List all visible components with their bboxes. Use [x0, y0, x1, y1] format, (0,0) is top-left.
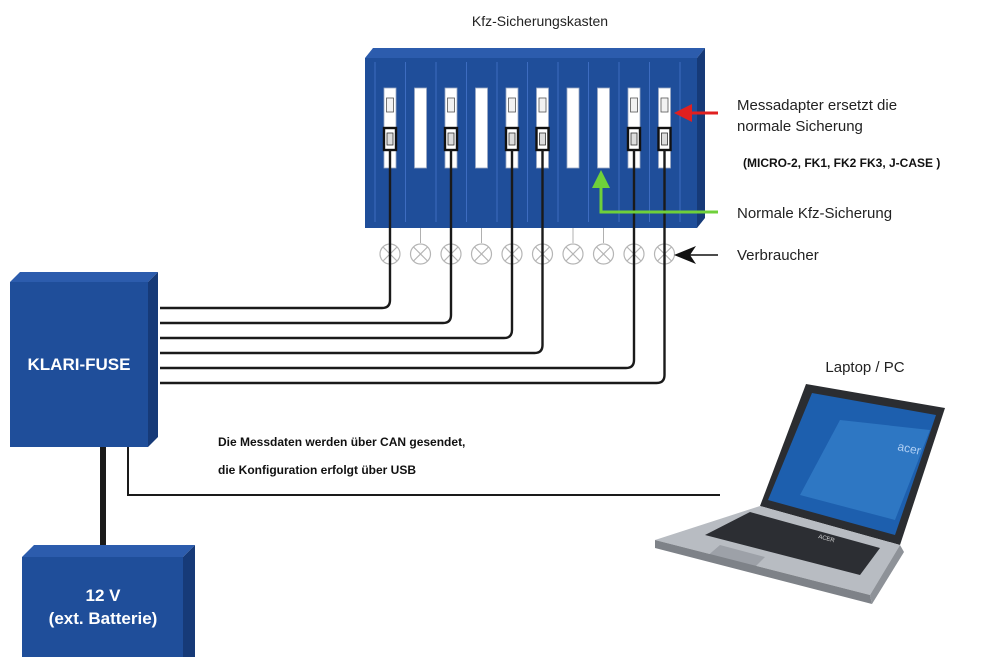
adapter-text-line1: Messadapter ersetzt die — [737, 97, 897, 114]
measurement-wire — [160, 150, 666, 385]
fusebox-title: Kfz-Sicherungskasten — [472, 13, 608, 29]
fuse-slots — [374, 62, 681, 222]
adapter-fuse — [508, 97, 516, 113]
fuse-holder — [597, 87, 610, 169]
laptop: Laptop / PC acer ACER — [655, 359, 945, 604]
fuse-holder — [475, 87, 488, 169]
fuse-holder — [566, 87, 580, 169]
battery-description: (ext. Batterie) — [49, 609, 158, 628]
battery-front-face — [22, 557, 183, 657]
adapter-fuse — [538, 97, 547, 113]
device-side-face — [148, 272, 158, 447]
measurement-wires — [160, 150, 666, 385]
adapter-fuse — [630, 97, 638, 113]
laptop-front-edge — [655, 540, 872, 604]
normal-fuse-arrow-shaft — [599, 185, 718, 214]
klari-fuse-device: KLARI-FUSE — [10, 272, 158, 447]
device-top-face — [10, 272, 158, 282]
normal-fuse-text: Normale Kfz-Sicherung — [737, 205, 892, 222]
connection-note-line2: die Konfiguration erfolgt über USB — [218, 463, 416, 477]
fusebox-side-face — [697, 48, 705, 228]
adapter-text-line2: normale Sicherung — [737, 118, 863, 135]
adapter-fuse — [386, 97, 394, 113]
measurement-wire — [160, 150, 544, 355]
lamp-cross — [565, 246, 581, 262]
device-label: KLARI-FUSE — [28, 355, 131, 374]
fuse-holder — [414, 87, 427, 169]
measurement-wire — [160, 150, 514, 340]
consumer-text: Verbraucher — [737, 247, 819, 264]
fusebox: Kfz-Sicherungskasten — [365, 13, 705, 228]
adapter-fuse — [660, 97, 669, 113]
device-front-face — [10, 282, 148, 447]
adapter-arrow-head — [674, 104, 692, 122]
battery: 12 V (ext. Batterie) — [22, 545, 195, 657]
adapter-insert — [386, 132, 394, 146]
battery-voltage: 12 V — [86, 586, 122, 605]
battery-top-face — [22, 545, 195, 557]
measurement-wire — [160, 150, 453, 325]
laptop-keyboard-brand: ACER — [817, 534, 835, 544]
measurement-wire — [160, 150, 636, 370]
normal-fuse-arrow-head — [592, 170, 610, 188]
lamp-cross — [596, 246, 611, 262]
adapter-insert — [447, 132, 455, 146]
adapter-fuse — [447, 97, 455, 113]
consumer-annotation: Verbraucher — [674, 246, 819, 264]
battery-side-face — [183, 545, 195, 657]
consumers — [379, 228, 676, 265]
laptop-side-edge — [870, 545, 904, 604]
laptop-cable — [127, 447, 720, 496]
adapter-insert — [630, 132, 638, 146]
measurement-wire — [160, 150, 392, 310]
connection-note-line1: Die Messdaten werden über CAN gesendet, — [218, 435, 465, 449]
lamp-cross — [474, 246, 489, 262]
normal-fuse-annotation: Normale Kfz-Sicherung — [592, 170, 892, 222]
laptop-touchpad — [705, 545, 765, 570]
laptop-label: Laptop / PC — [825, 359, 904, 376]
laptop-screen-glow — [800, 420, 930, 520]
laptop-keyboard — [705, 512, 880, 575]
adapter-insert — [661, 132, 668, 146]
consumer-arrow-head — [674, 246, 696, 264]
fuse-types: (MICRO-2, FK1, FK2 FK3, J-CASE ) — [743, 156, 940, 170]
adapter-insert — [539, 132, 546, 146]
adapter-insert — [508, 132, 516, 146]
lamp-cross — [413, 246, 428, 262]
adapter-annotation: Messadapter ersetzt die normale Sicherun… — [674, 97, 940, 170]
laptop-screen-brand: acer — [896, 439, 922, 458]
fusebox-top-face — [365, 48, 705, 58]
